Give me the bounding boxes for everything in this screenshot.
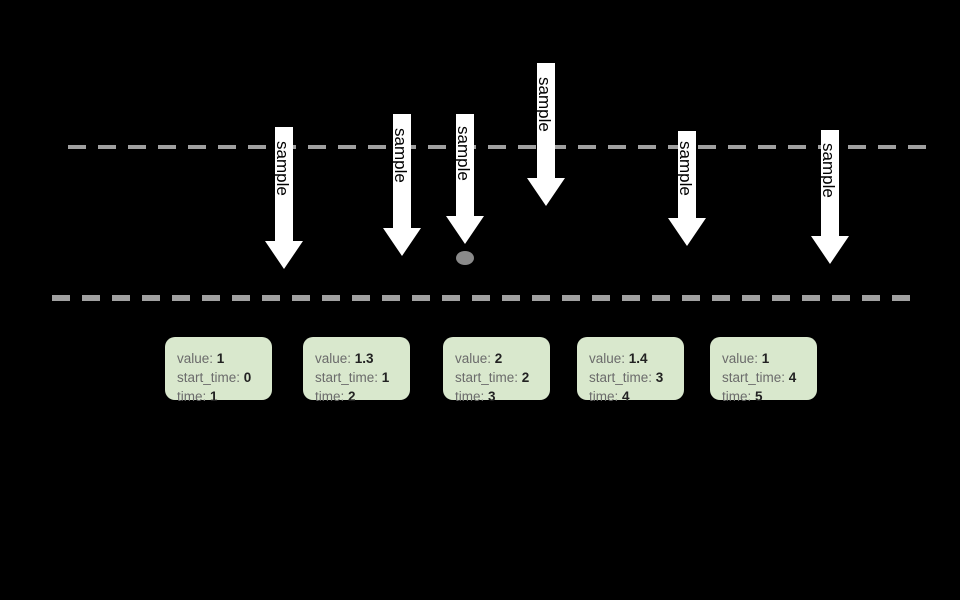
lower-stream-line	[52, 295, 910, 301]
record-field: start_time: 2	[455, 368, 550, 387]
record-field-value: 1	[381, 370, 390, 385]
record-field: time: 2	[315, 387, 410, 406]
record-field: start_time: 1	[315, 368, 410, 387]
record-field-key: start_time:	[315, 370, 379, 385]
record-field-value: 5	[755, 389, 763, 404]
sample-arrow-4: sample	[527, 63, 565, 206]
sample-arrow-5: sample	[668, 131, 706, 246]
record-field-value: 1	[216, 351, 225, 366]
record-field-value: 2	[348, 389, 356, 404]
record-field: time: 3	[455, 387, 550, 406]
record-field-key: start_time:	[722, 370, 786, 385]
sample-arrow-6: sample	[811, 130, 849, 264]
record-field-key: time:	[455, 389, 485, 404]
record-field-value: 0	[243, 370, 252, 385]
record-field-key: time:	[315, 389, 345, 404]
record-field-value: 2	[521, 370, 530, 385]
record-field-key: start_time:	[177, 370, 241, 385]
record-field: value: 1	[177, 349, 272, 368]
record-field-key: time:	[722, 389, 752, 404]
record-field: start_time: 4	[722, 368, 817, 387]
record-field-value: 2	[494, 351, 503, 366]
record-field-key: time:	[589, 389, 619, 404]
arrow-shape	[265, 127, 303, 269]
record-field-key: value:	[455, 351, 492, 366]
record-field: value: 1	[722, 349, 817, 368]
record-field: time: 4	[589, 387, 684, 406]
arrow-shape	[383, 114, 421, 256]
record-field-key: value:	[589, 351, 626, 366]
record-field-key: start_time:	[455, 370, 519, 385]
upper-stream-line	[68, 145, 927, 149]
sample-arrow-2: sample	[383, 114, 421, 256]
record-field-key: start_time:	[589, 370, 653, 385]
record-field-value: 1	[761, 351, 770, 366]
record-field-value: 3	[488, 389, 496, 404]
record-field-key: value:	[315, 351, 352, 366]
arrow-shape	[446, 114, 484, 244]
record-field: value: 2	[455, 349, 550, 368]
record-field-key: value:	[722, 351, 759, 366]
record-field: value: 1.3	[315, 349, 410, 368]
record-field-key: value:	[177, 351, 214, 366]
record-field-key: time:	[177, 389, 207, 404]
record-field: time: 5	[722, 387, 817, 406]
record-field: start_time: 0	[177, 368, 272, 387]
record-field-value: 1.3	[354, 351, 374, 366]
record-field-value: 4	[788, 370, 797, 385]
record-field: time: 1	[177, 387, 272, 406]
arrow-shape	[668, 131, 706, 246]
pending-sample-dot	[456, 251, 474, 265]
sample-arrow-1: sample	[265, 127, 303, 269]
arrow-shape	[811, 130, 849, 264]
record-field-value: 3	[655, 370, 664, 385]
sample-arrow-3: sample	[446, 114, 484, 244]
record-field: start_time: 3	[589, 368, 684, 387]
record-field: value: 1.4	[589, 349, 684, 368]
record-field-value: 1.4	[628, 351, 648, 366]
record-field-value: 4	[622, 389, 630, 404]
record-field-value: 1	[210, 389, 218, 404]
arrow-shape	[527, 63, 565, 206]
